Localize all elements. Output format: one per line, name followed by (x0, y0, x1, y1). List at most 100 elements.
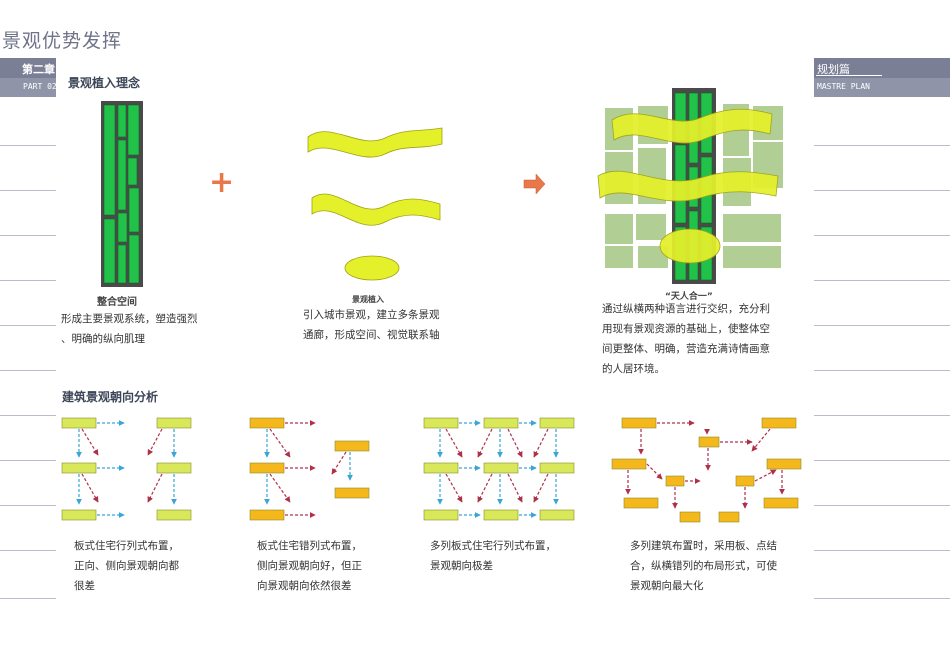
building-block (334, 440, 370, 452)
integration-text-line: 、明确的纵向肌理 (61, 333, 145, 345)
chapter-label-band: 第二章 (0, 58, 56, 78)
building-block (539, 462, 575, 474)
margin-line (0, 325, 56, 326)
arrow-symbol (523, 173, 546, 195)
chapter-part-band: PART 02 (0, 78, 57, 97)
view-arrow-red (81, 428, 99, 456)
building-block (539, 509, 575, 521)
building-block (735, 475, 755, 487)
building-block (483, 509, 519, 521)
view-arrow-red (477, 428, 493, 458)
margin-line (0, 370, 56, 371)
view-arrow-red (646, 463, 663, 480)
result-text-line: 的人居环境。 (602, 363, 665, 375)
view-arrow-red (269, 428, 291, 458)
margin-line (0, 505, 56, 506)
building-block (423, 417, 459, 429)
building-block (483, 417, 519, 429)
building-block (539, 417, 575, 429)
section-label: 规划篇 (817, 63, 850, 76)
result-text-line: 用现有景观资源的基础上，使整体空 (602, 323, 770, 335)
building-block (718, 511, 740, 523)
margin-line (0, 550, 56, 551)
margin-line (0, 460, 56, 461)
view-arrow-red (331, 451, 347, 475)
integration-graphic (101, 101, 143, 287)
building-block (763, 497, 799, 509)
view-arrow-red (147, 473, 163, 503)
building-block (156, 462, 192, 474)
margin-line (0, 598, 56, 599)
building-block (698, 436, 720, 448)
building-block (679, 511, 701, 523)
margin-line (814, 235, 950, 236)
case-3-text: 多列板式住宅行列式布置， 景观朝向极差 (430, 536, 590, 576)
view-arrow-red (754, 469, 777, 482)
building-block (611, 458, 647, 470)
view-arrow-red (507, 473, 523, 503)
result-text: 通过纵横两种语言进行交织，充分利 用现有景观资源的基础上，使整体空 间更整体、明… (602, 299, 802, 379)
case-text-line: 侧向景观朝向好，但正 (257, 560, 362, 572)
building-block (621, 417, 657, 429)
case-text-line: 板式住宅错列式布置， (257, 540, 362, 552)
implant-text-line: 引入城市景观，建立多条景观 (303, 309, 440, 321)
view-arrow-red (507, 428, 523, 458)
case-text-line: 板式住宅行列式布置， (74, 540, 179, 552)
orientation-diagrams (61, 417, 802, 523)
margin-line (814, 550, 950, 551)
building-block (249, 462, 285, 474)
building-block (423, 462, 459, 474)
result-graphic (597, 88, 783, 284)
case-text-line: 向景观朝向依然很差 (257, 580, 352, 592)
case-text-line: 多列建筑布置时，采用板、点结 (630, 540, 777, 552)
building-block (249, 417, 285, 429)
margin-line (0, 280, 56, 281)
building-block (665, 475, 685, 487)
building-block (156, 417, 192, 429)
margin-line (0, 415, 56, 416)
view-arrow-red (477, 473, 493, 503)
chapter-part: PART 02 (23, 82, 57, 91)
implant-text: 引入城市景观，建立多条景观 通廊，形成空间、视觉联系轴 (303, 305, 478, 345)
section-band: 规划篇 MASTRE PLAN (814, 58, 950, 98)
section-label-band: 规划篇 (814, 58, 950, 78)
view-arrow-red (81, 473, 99, 503)
view-arrow-red (147, 428, 163, 456)
concept-heading: 景观植入理念 (68, 76, 141, 90)
result-caption: “天人合一” (665, 292, 713, 302)
margin-line (814, 145, 950, 146)
building-block (423, 509, 459, 521)
case-text-line: 多列板式住宅行列式布置， (430, 540, 556, 552)
case-text-line: 景观朝向极差 (430, 560, 493, 572)
case-2-text: 板式住宅错列式布置， 侧向景观朝向好，但正 向景观朝向依然很差 (257, 536, 407, 596)
integration-text: 形成主要景观系统，塑造强烈 、明确的纵向肌理 (61, 309, 221, 349)
building-block (61, 462, 97, 474)
result-text-line: 通过纵横两种语言进行交织，充分利 (602, 303, 770, 315)
plus-symbol: + (209, 165, 234, 200)
margin-line (814, 280, 950, 281)
case-text-line: 很差 (74, 580, 95, 592)
building-block (761, 417, 797, 429)
view-arrow-red (533, 428, 549, 458)
section-sub-band: MASTRE PLAN (814, 78, 950, 97)
case-text-line: 合，纵横错列的布局形式，可使 (630, 560, 777, 572)
margin-line (814, 325, 950, 326)
integration-caption: 整合空间 (97, 297, 137, 308)
result-text-line: 间更整体、明确，营造充满诗情画意 (602, 343, 770, 355)
building-block (623, 497, 659, 509)
case-text-line: 正向、侧向景观朝向都 (74, 560, 179, 572)
margin-line (0, 190, 56, 191)
building-block (61, 509, 97, 521)
case-4-text: 多列建筑布置时，采用板、点结 合，纵横错列的布局形式，可使 景观朝向最大化 (630, 536, 810, 596)
view-arrow-red (445, 428, 463, 458)
chapter-label: 第二章 (22, 63, 55, 76)
page-title: 景观优势发挥 (2, 30, 123, 52)
margin-line (814, 505, 950, 506)
margin-line (814, 460, 950, 461)
orientation-heading: 建筑景观朝向分析 (62, 390, 159, 404)
section-sub: MASTRE PLAN (817, 82, 870, 91)
margin-line (0, 235, 56, 236)
implant-text-line: 通廊，形成空间、视觉联系轴 (303, 329, 440, 341)
case-text-line: 景观朝向最大化 (630, 580, 704, 592)
